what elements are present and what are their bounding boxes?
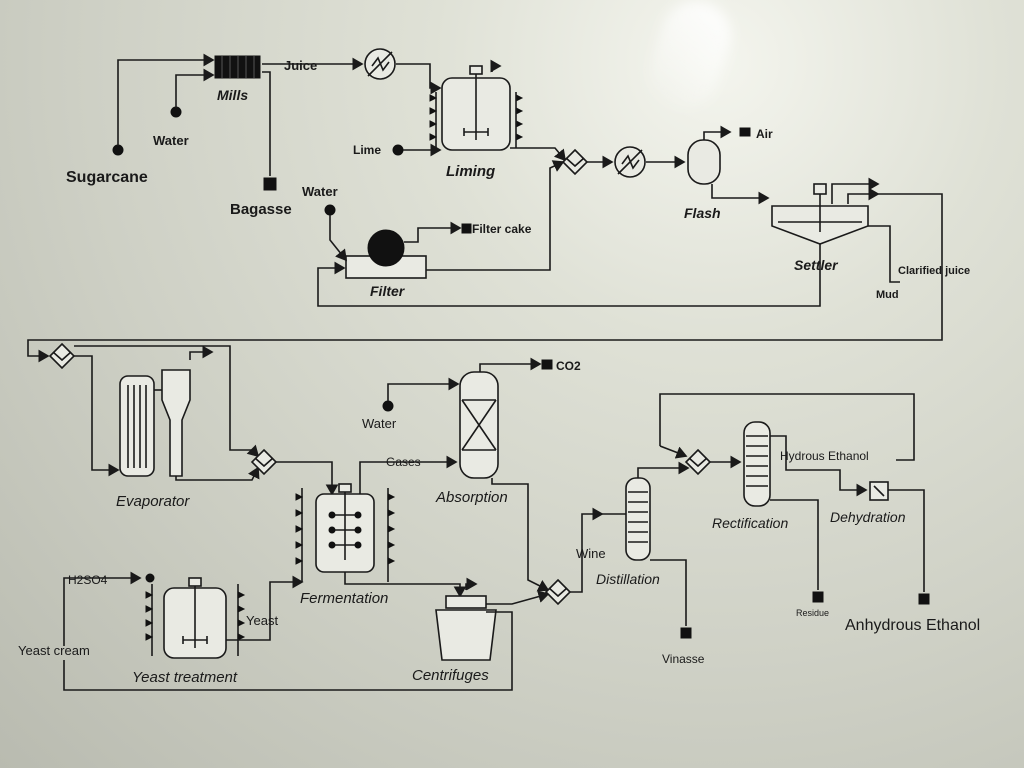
label-fermentation: Fermentation: [300, 590, 388, 607]
label-sugarcane: Sugarcane: [66, 169, 148, 186]
flash-tank: [687, 125, 770, 205]
label-mud: Mud: [876, 289, 899, 301]
label-h2so4: H2SO4: [68, 573, 108, 587]
water-to-absorption-stream: [382, 377, 460, 412]
labels: Sugarcane Water Mills Juice Bagasse Lime…: [18, 58, 980, 686]
heater-1: [364, 48, 396, 80]
limed-juice-stream: [510, 147, 567, 162]
centrifuge-unit: [63, 577, 550, 691]
label-wine: Wine: [576, 546, 606, 561]
label-juice: Juice: [284, 58, 317, 73]
label-yeast-treatment: Yeast treatment: [132, 669, 238, 686]
clarified-juice-to-evaporator: [27, 193, 943, 363]
heat-exchanger-3: [250, 448, 278, 476]
label-filter: Filter: [370, 283, 406, 299]
rectification-column: [743, 421, 868, 603]
recycle-to-exchanger: [659, 445, 688, 459]
dehydration-unit: [869, 481, 930, 605]
water-to-mills-stream: [170, 68, 215, 118]
label-vinasse: Vinasse: [662, 652, 705, 666]
label-water-filter: Water: [302, 184, 338, 199]
mud-stream: [317, 244, 821, 307]
wine-stream: [570, 507, 604, 593]
heater-2: [614, 146, 646, 178]
label-mills: Mills: [217, 87, 248, 103]
settler-unit: [771, 177, 880, 245]
label-residue: Residue: [796, 608, 829, 618]
evaporator-unit: [119, 345, 260, 481]
lime-stream: [392, 143, 442, 157]
label-water-absorption: Water: [362, 416, 397, 431]
filter-unit: [345, 221, 472, 279]
label-absorption: Absorption: [435, 489, 508, 506]
heat-exchanger-1: [561, 148, 589, 176]
filtrate-recycle-stream: [426, 160, 565, 271]
water-to-filter-stream: [324, 204, 347, 262]
label-settler: Settler: [794, 257, 839, 273]
rectification-recycle: [659, 393, 915, 461]
label-yeast: Yeast: [246, 613, 278, 628]
label-distillation: Distillation: [596, 571, 660, 587]
evaporator-bypass: [74, 345, 260, 458]
label-dehydration: Dehydration: [830, 509, 906, 525]
yeast-treatment-tank: [63, 571, 304, 659]
label-evaporator: Evaporator: [116, 493, 190, 510]
label-filter-cake: Filter cake: [472, 222, 532, 236]
label-water-mill: Water: [153, 133, 189, 148]
label-yeast-cream: Yeast cream: [18, 643, 90, 658]
label-rectification: Rectification: [712, 515, 788, 531]
evaporator-feed: [74, 355, 120, 477]
mills-unit: [214, 55, 261, 79]
heat-exchanger-2: [48, 342, 76, 370]
heat-exchanger-5: [684, 448, 712, 476]
label-air: Air: [756, 127, 773, 141]
label-liming: Liming: [446, 163, 495, 180]
fermentation-tank: [295, 455, 467, 598]
absorption-column: [459, 357, 553, 592]
label-clarified-juice: Clarified juice: [898, 265, 970, 277]
label-anhydrous-ethanol: Anhydrous Ethanol: [845, 617, 980, 634]
sugarcane-stream: [112, 53, 215, 156]
label-gases: Gases: [386, 455, 421, 469]
label-co2: CO2: [556, 359, 581, 373]
distillation-column: [602, 461, 692, 639]
bagasse-stream: [262, 71, 277, 191]
label-centrifuges: Centrifuges: [412, 667, 489, 684]
label-lime: Lime: [353, 143, 381, 157]
fermenter-feed: [276, 461, 339, 496]
liming-tank: [429, 59, 524, 151]
clarified-juice-stream: [868, 225, 900, 283]
label-bagasse: Bagasse: [230, 201, 292, 218]
label-hydrous-ethanol: Hydrous Ethanol: [780, 449, 869, 463]
label-flash: Flash: [684, 205, 721, 221]
heat-exchanger-4: [544, 578, 572, 606]
heated-juice-stream: [396, 63, 442, 95]
